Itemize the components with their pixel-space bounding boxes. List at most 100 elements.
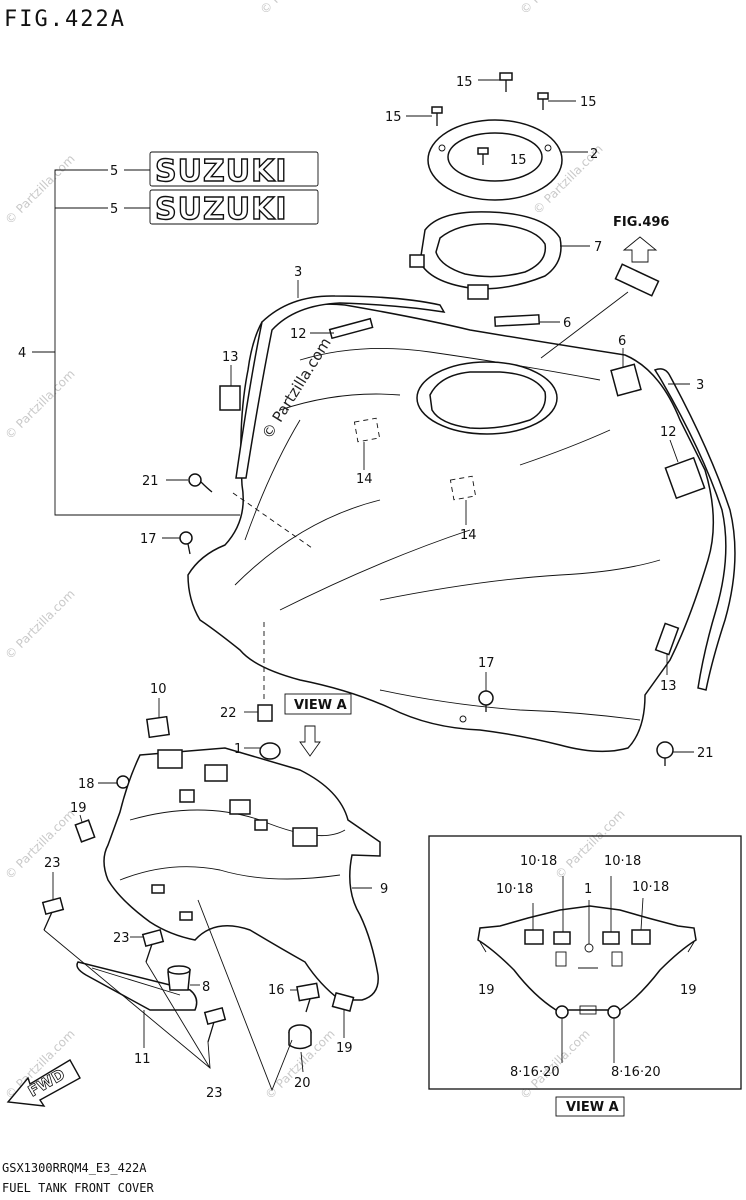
label-23: 23	[44, 856, 61, 871]
watermark: © Partzilla.com	[517, 0, 592, 17]
label-23: 23	[113, 931, 130, 946]
label-12: 12	[660, 425, 677, 440]
cushion-6-right	[610, 348, 642, 397]
label-23: 23	[206, 1086, 223, 1101]
label-10: 10	[150, 682, 167, 697]
emblem-text: SUZUKI	[155, 192, 288, 227]
screw-16	[290, 982, 320, 1013]
part-2-ring	[427, 119, 588, 201]
watermark: © Partzilla.com	[2, 587, 77, 662]
bolt-23	[203, 1006, 227, 1043]
collar-8	[167, 965, 200, 991]
emblem-text: SUZUKI	[155, 154, 288, 189]
watermark: © Partzilla.com	[2, 152, 77, 227]
view-a-inset	[428, 835, 742, 1090]
view-a-caption: VIEW A	[555, 1096, 625, 1117]
inset-label: 10·18	[632, 880, 669, 895]
inset-label: 10·18	[496, 882, 533, 897]
label-5: 5	[110, 202, 118, 217]
label-7: 7	[594, 240, 602, 255]
label-5: 5	[110, 164, 118, 179]
label-17: 17	[140, 532, 157, 547]
label-12: 12	[290, 327, 307, 342]
inset-label: 19	[680, 983, 697, 998]
inset-frame	[428, 835, 742, 1090]
label-15: 15	[456, 75, 473, 90]
inset-label: 8·16·20	[611, 1065, 661, 1080]
part-4-tank-cover	[187, 303, 715, 753]
watermark: © Partzilla.com	[2, 367, 77, 442]
view-a-caption-label: VIEW A	[566, 1100, 619, 1115]
fig-496-reference: FIG.496	[613, 215, 669, 263]
label-15: 15	[580, 95, 597, 110]
cushion-13-left	[219, 365, 241, 411]
rivet-17	[162, 531, 193, 555]
view-a-callout: VIEW A	[284, 693, 352, 757]
label-14: 14	[356, 472, 373, 487]
label-16: 16	[268, 983, 285, 998]
watermark: © Partzilla.com	[552, 807, 627, 882]
bolt-15	[478, 72, 513, 92]
inset-label: 19	[478, 983, 495, 998]
cushion-13-right	[654, 622, 680, 675]
inset-label: 8·16·20	[510, 1065, 560, 1080]
figure-caption: FUEL TANK FRONT COVER	[2, 1181, 154, 1195]
grommet-20	[288, 1024, 312, 1073]
suzuki-emblem-2: SUZUKI	[124, 189, 319, 228]
watermark: © Partzilla.com	[2, 807, 77, 882]
label-20: 20	[294, 1076, 311, 1091]
watermark: © Partzilla.com	[257, 0, 332, 17]
cushion-12-left	[310, 317, 374, 340]
label-21: 21	[697, 746, 714, 761]
fig-reference-label: FIG.496	[613, 215, 669, 230]
figure-code: GSX1300RRQM4_E3_422A	[2, 1161, 147, 1175]
label-21: 21	[142, 474, 159, 489]
label-1: 1	[234, 742, 242, 757]
part-9-lower-cover	[103, 747, 381, 1001]
inset-label: 10·18	[520, 854, 557, 869]
figure-title: FIG.422A	[4, 7, 126, 32]
bolt-15	[477, 147, 489, 165]
label-11: 11	[134, 1052, 151, 1067]
seal-3-left	[235, 280, 446, 479]
clip-19-left	[74, 814, 96, 843]
label-19: 19	[70, 801, 87, 816]
label-9: 9	[380, 882, 388, 897]
seal-6	[494, 263, 660, 359]
part-10	[145, 698, 171, 739]
inset-labels: 10·18 10·18 10·18 1 10·18 19 19 8·16·20 …	[478, 854, 697, 1080]
clip-21	[166, 473, 213, 493]
label-4: 4	[18, 346, 26, 361]
part-22	[244, 704, 273, 722]
label-6: 6	[618, 334, 626, 349]
suzuki-emblem-1: SUZUKI	[124, 151, 319, 190]
label-17: 17	[478, 656, 495, 671]
label-19: 19	[336, 1041, 353, 1056]
bolt-23	[41, 872, 65, 931]
label-22: 22	[220, 706, 237, 721]
bolt-23	[130, 928, 165, 963]
clip-21	[656, 741, 694, 766]
sticker-14	[449, 475, 477, 525]
leader-lines	[43, 899, 293, 1092]
label-14: 14	[460, 528, 477, 543]
part-1-grommet	[244, 742, 281, 760]
part-11-bracket	[76, 961, 198, 1048]
label-3: 3	[696, 378, 704, 393]
view-a-label: VIEW A	[294, 698, 347, 713]
label-6: 6	[563, 316, 571, 331]
label-3: 3	[294, 265, 302, 280]
label-8: 8	[202, 980, 210, 995]
label-18: 18	[78, 777, 95, 792]
part-labels: 15 15 15 15 2 5 5 7 3 12 6 6 4 13 3 12 1…	[18, 75, 714, 1101]
label-13: 13	[660, 679, 677, 694]
label-15: 15	[510, 153, 527, 168]
inset-label: 1	[584, 882, 592, 897]
bolt-15	[537, 92, 576, 110]
sticker-14	[353, 417, 381, 470]
label-15: 15	[385, 110, 402, 125]
label-2: 2	[590, 147, 598, 162]
bolt-15	[406, 106, 443, 126]
part-18	[98, 775, 130, 789]
